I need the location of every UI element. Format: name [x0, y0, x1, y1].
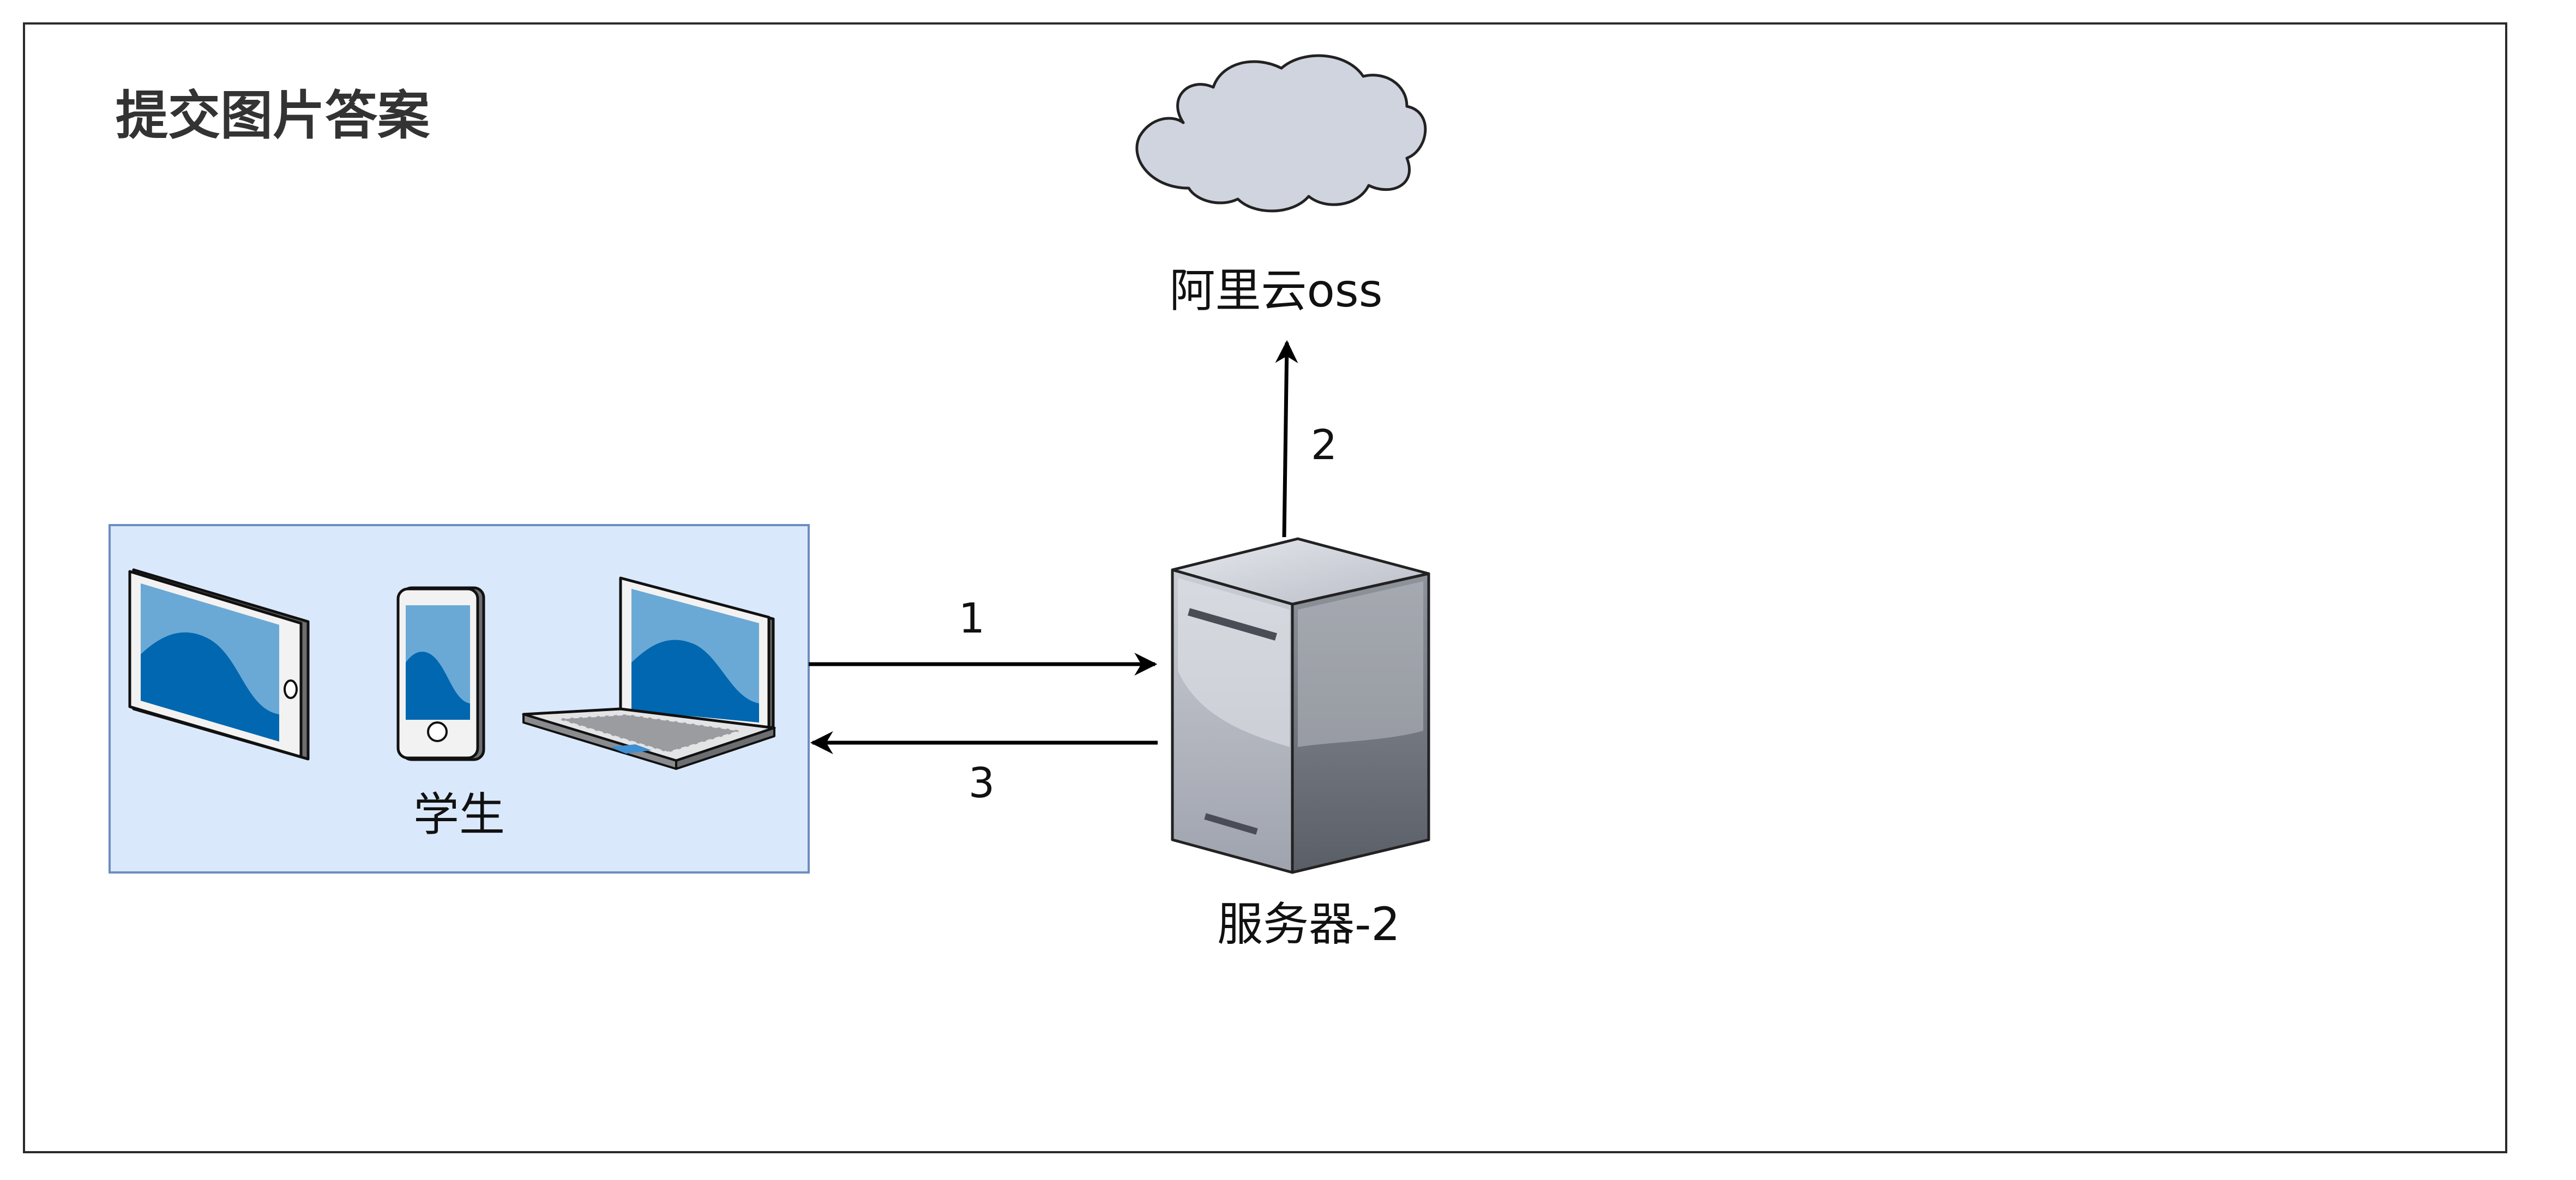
- edge-3[interactable]: 3: [810, 731, 1158, 807]
- edge-2[interactable]: 2: [1275, 340, 1337, 538]
- edge-1-label: 1: [959, 594, 985, 642]
- cloud-icon: [1135, 54, 1427, 213]
- page-title: 提交图片答案: [116, 85, 430, 146]
- oss-node[interactable]: 阿里云oss: [1135, 54, 1427, 317]
- phone-icon: [396, 586, 485, 761]
- student-group[interactable]: 学生: [109, 524, 810, 874]
- server-node[interactable]: 服务器-2: [1171, 537, 1430, 951]
- edge-2-label: 2: [1311, 420, 1337, 469]
- edge-1[interactable]: 1: [809, 594, 1158, 676]
- diagram-frame: [23, 22, 2507, 1153]
- student-label: 学生: [413, 788, 505, 841]
- oss-label: 阿里云oss: [1170, 264, 1383, 317]
- laptop-icon: [522, 576, 776, 770]
- server-icon: [1171, 537, 1430, 874]
- edge-3-label: 3: [968, 758, 995, 807]
- server-label: 服务器-2: [1217, 898, 1400, 951]
- tablet-icon: [128, 568, 310, 761]
